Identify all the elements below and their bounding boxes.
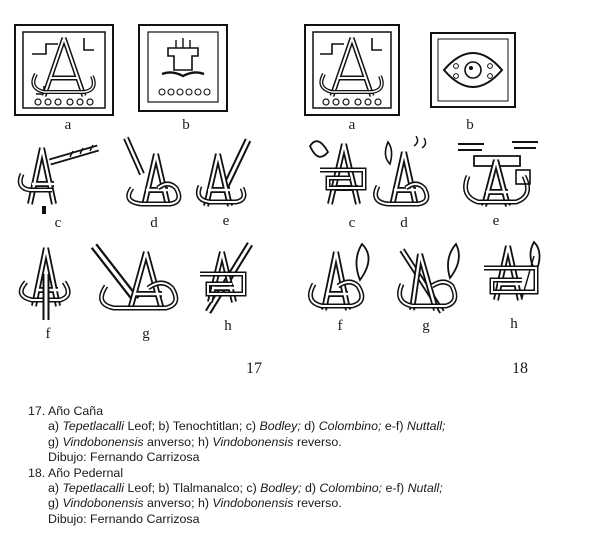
glyph-17d-year-sign-reed — [123, 136, 182, 207]
illustration-plate: a b c d — [14, 24, 541, 377]
glyph-17c-year-sign-reed — [17, 144, 99, 214]
label-18b: b — [466, 117, 474, 133]
glyph-18b-framed-flint-sign — [430, 32, 516, 108]
glyph-17a-framed-year-sign — [14, 24, 114, 116]
caption-17-line-2: g) Vindobonensis anverso; h) Vindobonens… — [48, 434, 342, 449]
glyph-17b-framed-sign — [138, 24, 228, 112]
glyph-18d-year-sign-flint — [373, 136, 430, 207]
glyph-18h-year-sign-flint — [484, 240, 541, 301]
label-17b: b — [182, 117, 190, 133]
figure-caption: 17. Año Caña a) Tepetlacalli Leof; b) Te… — [28, 404, 568, 527]
caption-18-line-1: a) Tepetlacalli Leof; b) Tlalmanalco; c)… — [48, 481, 443, 496]
glyph-17g-year-sign-reed — [90, 243, 179, 311]
label-18d: d — [400, 215, 408, 231]
caption-18-line-2: g) Vindobonensis anverso; h) Vindobonens… — [48, 496, 342, 511]
label-18a: a — [348, 117, 356, 133]
glyph-17f-year-sign-reed — [18, 247, 71, 320]
label-17f: f — [45, 326, 51, 342]
figure-number-18: 18 — [512, 360, 528, 377]
glyph-17e-year-sign-reed — [195, 138, 252, 207]
glyph-18a-framed-year-sign — [304, 24, 400, 116]
label-17c: c — [54, 215, 62, 231]
caption-17-line-1: a) Tepetlacalli Leof; b) Tenochtitlan; c… — [48, 419, 446, 434]
glyph-18f-year-sign-flint — [307, 242, 370, 311]
glyph-18e-year-sign-flint-headdress — [458, 141, 538, 207]
label-18f: f — [337, 318, 343, 334]
label-18h: h — [510, 316, 518, 332]
caption-18-credit: Dibujo: Fernando Carrizosa — [48, 511, 200, 526]
caption-17-title: 17. Año Caña — [28, 404, 104, 418]
caption-17-credit: Dibujo: Fernando Carrizosa — [48, 450, 200, 465]
glyph-18c-year-sign-flint — [308, 140, 367, 205]
label-17g: g — [142, 326, 150, 342]
label-17e: e — [222, 213, 230, 229]
caption-18-title: 18. Año Pedernal — [28, 465, 124, 480]
glyph-18g-year-sign-flint — [397, 242, 460, 314]
label-17d: d — [150, 215, 158, 231]
glyph-17h-year-sign-reed — [200, 242, 253, 314]
label-18g: g — [422, 318, 430, 334]
label-18c: c — [348, 215, 356, 231]
label-17a: a — [64, 117, 72, 133]
label-17h: h — [224, 318, 232, 334]
figure-number-17: 17 — [246, 360, 262, 377]
label-18e: e — [492, 213, 500, 229]
